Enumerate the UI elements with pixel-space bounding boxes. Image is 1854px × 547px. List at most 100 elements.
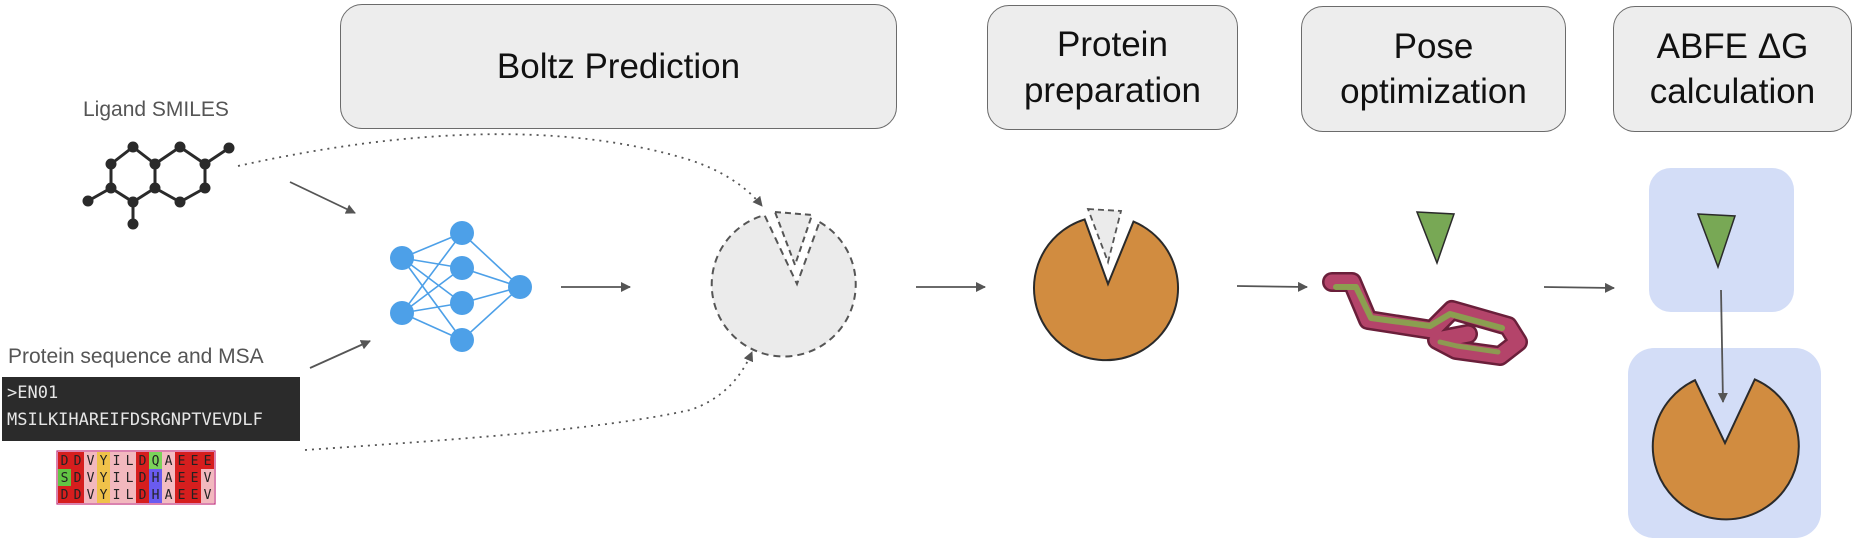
sequence-box: >EN01 MSILKIHAREIFDSRGNPTVEVDLF	[2, 377, 300, 441]
stage-boltz-prediction: Boltz Prediction	[340, 4, 897, 129]
msa-residue: I	[113, 471, 121, 486]
arrow-pose-to-abfe	[1543, 282, 1615, 293]
msa-residue: L	[126, 454, 134, 469]
msa-residue: D	[139, 488, 147, 503]
arrow-sequence-to-network	[309, 340, 371, 369]
arrow-preparation-to-pose	[1236, 281, 1308, 292]
msa-residue: A	[165, 488, 173, 503]
msa-residue: Y	[100, 471, 108, 486]
msa-residue: H	[152, 471, 160, 486]
arrow-ligand-to-network	[289, 181, 356, 214]
msa-cell	[162, 469, 175, 486]
msa-residue: V	[204, 471, 212, 486]
msa-cell	[110, 486, 123, 503]
msa-residue: S	[61, 471, 69, 486]
msa-cell	[123, 452, 136, 469]
msa-cell	[162, 452, 175, 469]
msa-cell	[110, 452, 123, 469]
msa-residue: E	[178, 454, 186, 469]
msa-residue: I	[113, 488, 121, 503]
msa-cell	[162, 486, 175, 503]
msa-residue: L	[126, 488, 134, 503]
msa-cell	[84, 486, 97, 503]
sequence-text: MSILKIHAREIFDSRGNPTVEVDLF	[7, 410, 263, 430]
ligand-site-ghost	[1086, 208, 1123, 265]
msa-residue: E	[178, 488, 186, 503]
predicted-protein-ghost	[710, 213, 857, 358]
predicted-ligand-ghost	[773, 210, 814, 268]
msa-cell	[188, 452, 201, 469]
msa-residue: Y	[100, 488, 108, 503]
msa-cell	[58, 486, 71, 503]
protein-sequence-label: Protein sequence and MSA	[8, 345, 264, 368]
msa-cell	[136, 469, 149, 486]
msa-cell	[123, 486, 136, 503]
msa-residue: D	[74, 471, 82, 486]
molecule-icon	[82, 141, 235, 230]
msa-residue: V	[87, 471, 95, 486]
msa-frame	[56, 450, 216, 505]
msa-cell	[123, 469, 136, 486]
abfe-ligand-wedge	[1696, 213, 1737, 270]
prepared-protein	[1033, 218, 1180, 362]
msa-cell	[175, 452, 188, 469]
msa-residue: D	[61, 454, 69, 469]
msa-cell	[71, 452, 84, 469]
msa-cell	[71, 486, 84, 503]
msa-residue: D	[139, 454, 147, 469]
msa-cell	[136, 452, 149, 469]
msa-cell	[175, 486, 188, 503]
msa-cell	[149, 469, 162, 486]
msa-residue: D	[74, 454, 82, 469]
msa-cell	[188, 469, 201, 486]
msa-cell	[188, 486, 201, 503]
msa-cell	[110, 469, 123, 486]
msa-residue: E	[191, 488, 199, 503]
msa-residue: V	[204, 488, 212, 503]
msa-residue: Y	[100, 454, 108, 469]
msa-residue: D	[74, 488, 82, 503]
sequence-header: >EN01	[7, 383, 59, 403]
abfe-complex-protein	[1651, 378, 1800, 521]
msa-cell	[97, 452, 110, 469]
msa-residue: A	[165, 471, 173, 486]
msa-cell	[71, 469, 84, 486]
msa-residue: I	[113, 454, 121, 469]
msa-residue: V	[87, 454, 95, 469]
msa-cell	[175, 469, 188, 486]
optimized-ligand-wedge	[1415, 211, 1456, 266]
dotted-msa-arrow	[304, 351, 754, 451]
msa-residue: A	[165, 454, 173, 469]
msa-residue: L	[126, 471, 134, 486]
stage-protein-preparation: Protein preparation	[987, 5, 1238, 130]
msa-residue: E	[178, 471, 186, 486]
arrow-abfe-binding	[1717, 289, 1728, 403]
msa-residue: D	[61, 488, 69, 503]
neural-network-icon	[390, 221, 532, 352]
stage-abfe-calculation: ABFE ΔG calculation	[1613, 6, 1852, 132]
stage-pose-optimization: Pose optimization	[1301, 6, 1566, 132]
msa-cell	[58, 469, 71, 486]
msa-cell	[58, 452, 71, 469]
msa-residue: E	[191, 454, 199, 469]
msa-residue: V	[87, 488, 95, 503]
ligand-smiles-label: Ligand SMILES	[83, 98, 229, 121]
msa-cell	[97, 469, 110, 486]
msa-residue: E	[191, 471, 199, 486]
msa-cell	[97, 486, 110, 503]
msa-cell	[201, 452, 214, 469]
msa-cell	[84, 452, 97, 469]
msa-cell	[84, 469, 97, 486]
msa-residue: Q	[152, 454, 160, 469]
msa-cell	[201, 486, 214, 503]
msa-cell	[149, 486, 162, 503]
msa-residue: D	[139, 471, 147, 486]
msa-cell	[201, 469, 214, 486]
msa-residue: H	[152, 488, 160, 503]
msa-cell	[149, 452, 162, 469]
msa-cell	[136, 486, 149, 503]
msa-residue: E	[204, 454, 212, 469]
ligand-stick-model	[1322, 272, 1528, 366]
